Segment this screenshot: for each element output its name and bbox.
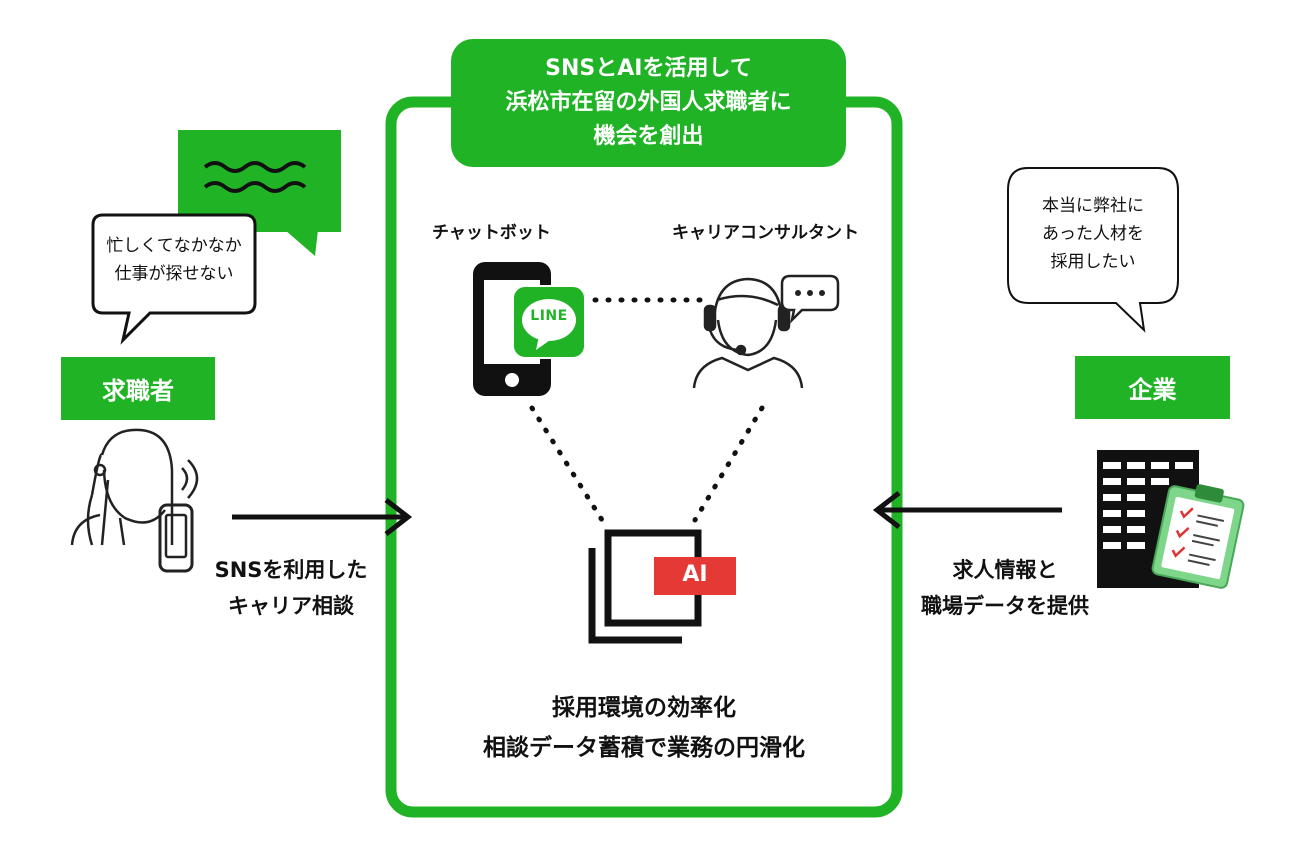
job-seeker-label: 求職者 <box>61 357 215 420</box>
banner-line-1: SNSとAIを活用して <box>545 56 752 81</box>
center-bottom-line-2: 相談データ蓄積で業務の円滑化 <box>483 735 805 761</box>
company-bubble-line-3: 採用したい <box>1050 252 1136 272</box>
arrow-right-icon <box>232 498 413 536</box>
center-bottom-line-1: 採用環境の効率化 <box>552 695 736 721</box>
job-seeker-arrow-line-2: キャリア相談 <box>228 594 354 618</box>
speech-ellipsis-icon <box>780 274 840 324</box>
consultant-label: キャリアコンサルタント <box>672 223 859 243</box>
woman-with-phone-icon <box>70 428 199 573</box>
job-seeker-bubble-text: 忙しくてなかなか 仕事が探せない <box>96 232 252 288</box>
job-seeker-bubble <box>91 213 257 345</box>
arrow-left-icon <box>872 491 1062 529</box>
company-bubble-line-2: あった人材を <box>1042 224 1144 244</box>
clipboard-checklist-icon <box>1151 484 1245 589</box>
company-arrow-line-2: 職場データを提供 <box>921 594 1089 618</box>
job-seeker-arrow-text: SNSを利用した キャリア相談 <box>190 552 392 624</box>
company-label: 企業 <box>1075 356 1230 419</box>
job-seeker-bubble-line-2: 仕事が探せない <box>114 264 234 284</box>
company-bubble-text: 本当に弊社に あった人材を 採用したい <box>1012 192 1174 276</box>
ai-badge-text: AI <box>682 562 708 587</box>
job-seeker-bubble-line-1: 忙しくてなかなか <box>106 236 242 256</box>
center-bottom-text: 採用環境の効率化 相談データ蓄積で業務の円滑化 <box>396 688 892 768</box>
company-bubble-line-1: 本当に弊社に <box>1042 196 1144 216</box>
line-logo-text: LINE <box>530 308 568 324</box>
dotted-connectors <box>529 297 765 523</box>
banner-line-2: 浜松市在留の外国人求職者に <box>505 90 792 115</box>
line-app-icon <box>512 285 586 359</box>
consultant-headset-icon <box>692 277 804 389</box>
chatbot-label: チャットボット <box>432 223 551 243</box>
company-arrow-text: 求人情報と 職場データを提供 <box>900 552 1110 624</box>
banner: SNSとAIを活用して 浜松市在留の外国人求職者に 機会を創出 <box>451 39 846 167</box>
ai-badge <box>654 557 736 595</box>
company-bubble <box>1007 167 1179 333</box>
banner-line-3: 機会を創出 <box>593 124 704 149</box>
job-seeker-arrow-line-1: SNSを利用した <box>214 558 368 582</box>
company-arrow-line-1: 求人情報と <box>952 558 1058 582</box>
